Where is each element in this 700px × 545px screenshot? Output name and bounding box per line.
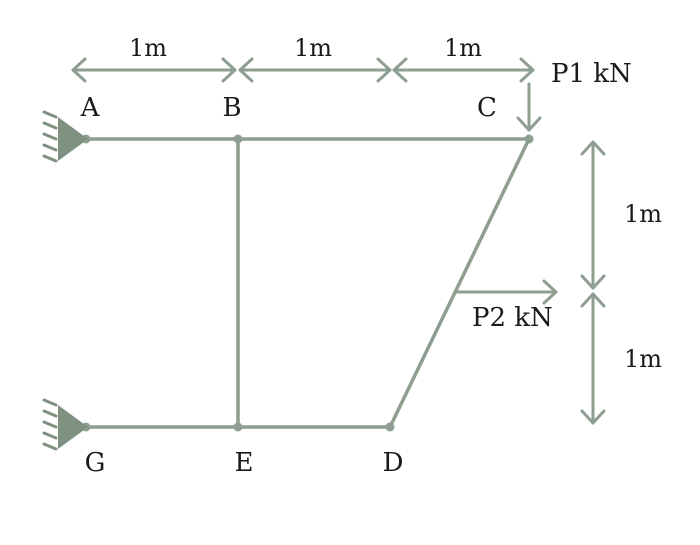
load-p2-arrow-icon <box>454 279 558 305</box>
dim-arrow-right-upper <box>580 140 606 290</box>
node-label-c: C <box>477 93 497 123</box>
load-p1-label: P1 kN <box>551 59 632 89</box>
dim-label-top-middle: 1m <box>294 34 332 62</box>
dim-arrow-top-middle <box>238 57 392 83</box>
load-p2-label: P2 kN <box>472 303 553 333</box>
node-label-e: E <box>235 448 254 478</box>
joint-d <box>385 422 395 432</box>
node-label-d: D <box>383 448 404 478</box>
load-p1-arrow-icon <box>516 82 542 132</box>
dim-label-right-lower: 1m <box>624 345 662 373</box>
dim-label-right-upper: 1m <box>624 200 662 228</box>
dim-arrow-top-right <box>392 57 535 83</box>
dim-arrow-right-lower <box>580 292 606 425</box>
joint-c <box>524 134 534 144</box>
node-label-b: B <box>222 93 241 123</box>
member-c-d <box>388 137 531 429</box>
node-label-g: G <box>85 448 106 478</box>
dim-arrow-top-left <box>71 57 237 83</box>
pin-support-a-icon <box>42 110 88 163</box>
node-label-a: A <box>80 93 101 123</box>
pin-support-g-icon <box>42 398 88 451</box>
dim-label-top-right: 1m <box>444 34 482 62</box>
joint-e <box>233 422 243 432</box>
joint-b <box>233 134 243 144</box>
dim-label-top-left: 1m <box>129 34 167 62</box>
